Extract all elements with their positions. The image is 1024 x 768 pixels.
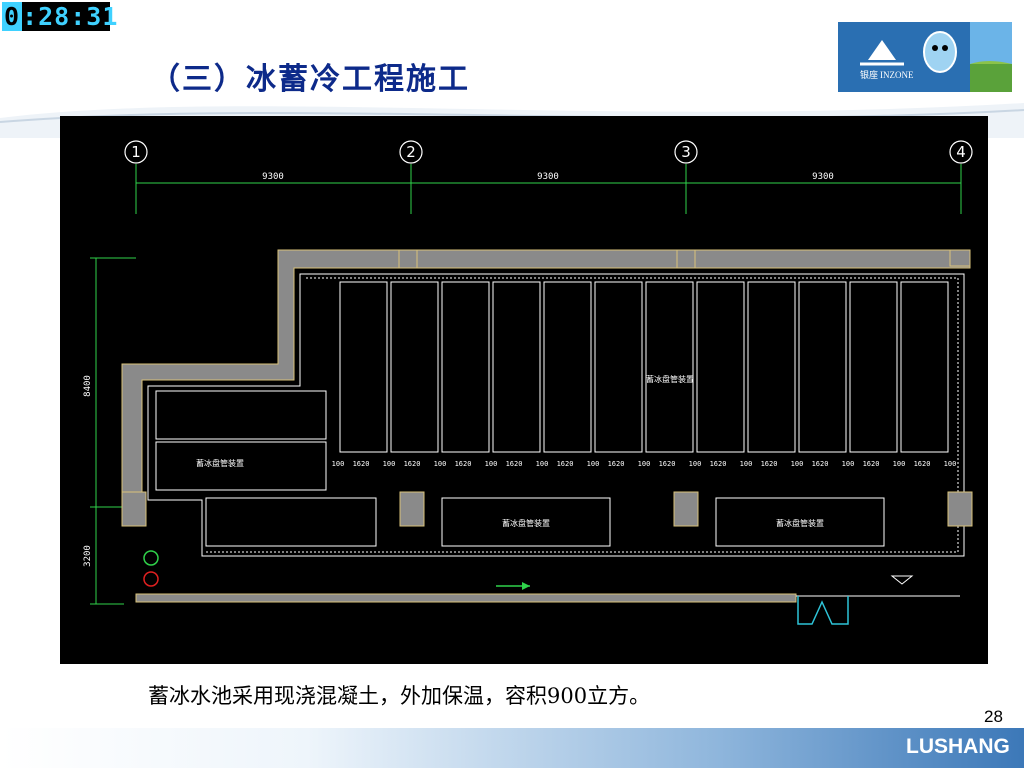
- bottom-dim-label: 1620: [710, 460, 727, 468]
- tank-module: [390, 281, 439, 453]
- tank-module: [900, 281, 949, 453]
- bottom-dim-label: 1620: [761, 460, 778, 468]
- logo-chinese-text: 银座: [860, 69, 878, 80]
- bottom-dim-label: 1620: [863, 460, 880, 468]
- bottom-dim-label: 1620: [659, 460, 676, 468]
- bottom-dim-label: 100: [638, 460, 651, 468]
- grid-label-3: 3: [681, 143, 691, 161]
- bottom-dim-label: 100: [332, 460, 345, 468]
- bottom-dim-label: 1620: [914, 460, 931, 468]
- timer-first-digit: 0: [2, 2, 23, 31]
- bottom-dim-label: 1620: [404, 460, 421, 468]
- span-dim-1: 9300: [262, 172, 284, 182]
- bottom-coil-label-2: 蓄冰盘管装置: [776, 518, 824, 528]
- cad-plan: 1 2 3 4 9300 9300 9300 8400 3200: [83, 140, 973, 625]
- tank-module: [798, 281, 847, 453]
- bottom-dim-label: 1620: [455, 460, 472, 468]
- bottom-dim-label: 1620: [506, 460, 523, 468]
- bottom-dim-label: 100: [689, 460, 702, 468]
- tank-module: [594, 281, 643, 453]
- logo-text: INZONE: [880, 70, 914, 80]
- footer-bar: [0, 728, 1024, 768]
- grid-label-2: 2: [406, 143, 416, 161]
- bottom-dim-label: 100: [842, 460, 855, 468]
- elapsed-timer: 0:28:31: [2, 2, 117, 31]
- bottom-dim-label: 100: [893, 460, 906, 468]
- grid-label-1: 1: [131, 143, 141, 161]
- bottom-dim-label: 100: [434, 460, 447, 468]
- bottom-dim-label: 100: [485, 460, 498, 468]
- inzone-logo: 银座 INZONE: [838, 22, 1012, 92]
- tank-module: [645, 281, 694, 453]
- page-number: 28: [984, 707, 1003, 726]
- bottom-dim-label: 100: [536, 460, 549, 468]
- timer-rest: :28:31: [22, 2, 119, 31]
- bottom-dim-label: 1620: [812, 460, 829, 468]
- bottom-dim-label: 1620: [353, 460, 370, 468]
- main-coil-label: 蓄冰盘管装置: [646, 374, 694, 384]
- vertical-dim-3200: 3200: [83, 545, 93, 567]
- grid-label-4: 4: [956, 143, 966, 161]
- tank-module: [339, 281, 388, 453]
- cad-drawing: 1 2 3 4 9300 9300 9300 8400 3200: [60, 116, 988, 664]
- bottom-dim-label: 100: [740, 460, 753, 468]
- bottom-dim-label: 1620: [557, 460, 574, 468]
- vertical-dim-8400: 8400: [83, 375, 93, 397]
- slide-title: （三）冰蓄冷工程施工: [150, 62, 470, 97]
- span-dim-2: 9300: [537, 172, 559, 182]
- span-dim-3: 9300: [812, 172, 834, 182]
- bottom-coil-label-1: 蓄冰盘管装置: [502, 518, 550, 528]
- tank-module: [696, 281, 745, 453]
- lushang-brand: LUSHANG: [906, 735, 1010, 758]
- bottom-dim-label: 100: [944, 460, 957, 468]
- tank-module: [492, 281, 541, 453]
- tank-module: [543, 281, 592, 453]
- tank-module: [441, 281, 490, 453]
- tank-module: [849, 281, 898, 453]
- bottom-dim-label: 100: [587, 460, 600, 468]
- bottom-dim-label: 100: [791, 460, 804, 468]
- left-coil-label: 蓄冰盘管装置: [196, 458, 244, 468]
- tank-module: [747, 281, 796, 453]
- bottom-dim-label: 100: [383, 460, 396, 468]
- bottom-dim-label: 1620: [608, 460, 625, 468]
- slide-caption: 蓄冰水池采用现浇混凝土，外加保温，容积900立方。: [148, 684, 651, 708]
